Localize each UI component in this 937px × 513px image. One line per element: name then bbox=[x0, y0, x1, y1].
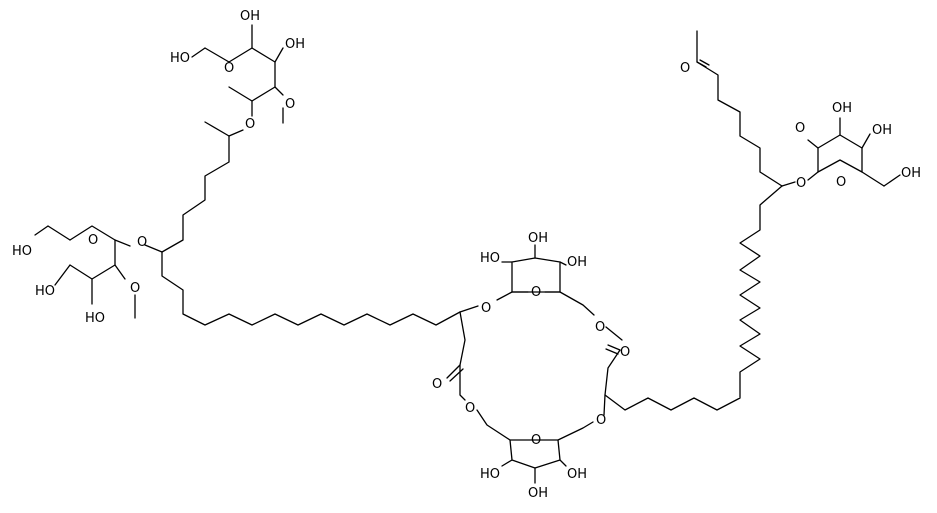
bond bbox=[191, 47, 206, 58]
bond bbox=[161, 135, 230, 253]
atom-labels: OH OH HO O O O HO O O HO HO O HO OH OH O… bbox=[12, 9, 921, 501]
atom-label: OH bbox=[567, 467, 587, 482]
atom-label: O bbox=[465, 401, 475, 416]
bond bbox=[604, 185, 783, 411]
bond bbox=[861, 133, 871, 149]
atom-label: OH bbox=[285, 37, 305, 52]
atom-label: HO bbox=[12, 244, 32, 259]
atom-label: O bbox=[531, 433, 541, 448]
bond bbox=[807, 139, 819, 149]
atom-label: O bbox=[795, 121, 805, 136]
bond bbox=[807, 171, 819, 181]
atom-label: O bbox=[531, 285, 541, 300]
bond bbox=[696, 30, 783, 187]
atom-label: O bbox=[596, 413, 606, 428]
atom-label: OH bbox=[832, 101, 852, 116]
atom-label: HO bbox=[85, 311, 105, 326]
bond bbox=[605, 348, 619, 355]
bond bbox=[603, 349, 621, 416]
bond bbox=[607, 344, 621, 351]
bond bbox=[559, 261, 567, 266]
bond bbox=[54, 264, 71, 286]
bond bbox=[161, 251, 461, 326]
bond bbox=[476, 409, 594, 441]
atom-label: OH bbox=[528, 231, 548, 246]
bond bbox=[501, 459, 513, 467]
atom-label: HO bbox=[480, 467, 500, 482]
bond bbox=[817, 134, 863, 173]
atom-label: O bbox=[796, 176, 806, 191]
bond bbox=[696, 61, 707, 68]
bond bbox=[274, 86, 284, 96]
bond bbox=[204, 47, 230, 63]
atom-label: O bbox=[680, 61, 690, 76]
bond bbox=[559, 459, 567, 467]
atom-label: OH bbox=[567, 255, 587, 270]
bond bbox=[228, 47, 276, 102]
bond bbox=[449, 368, 464, 382]
bond bbox=[69, 225, 116, 280]
bond bbox=[446, 364, 461, 379]
bond bbox=[699, 59, 710, 66]
bond bbox=[274, 47, 284, 63]
atom-label: O bbox=[620, 345, 630, 360]
atom-label: O bbox=[88, 233, 98, 248]
atom-label: O bbox=[130, 281, 140, 296]
atom-label: O bbox=[432, 377, 442, 392]
atom-label: O bbox=[224, 61, 234, 76]
atom-label: O bbox=[245, 117, 255, 132]
bond bbox=[204, 121, 230, 137]
bond bbox=[144, 244, 163, 253]
bond bbox=[861, 171, 885, 187]
atom-label: HO bbox=[35, 284, 55, 299]
atom-label: HO bbox=[480, 251, 500, 266]
bond bbox=[605, 326, 623, 341]
bond bbox=[114, 239, 131, 247]
atom-label: O bbox=[137, 235, 147, 250]
bond bbox=[114, 264, 126, 280]
atom-label: OH bbox=[901, 166, 921, 181]
bond bbox=[34, 225, 49, 236]
bonds bbox=[34, 24, 901, 484]
atom-label: OH bbox=[872, 123, 892, 138]
bond bbox=[459, 311, 466, 401]
bond bbox=[781, 181, 796, 187]
bond bbox=[496, 291, 595, 316]
bond bbox=[459, 305, 479, 313]
bond bbox=[47, 225, 71, 241]
bond bbox=[883, 174, 901, 187]
atom-label: O bbox=[836, 175, 846, 190]
atom-label: O bbox=[481, 301, 491, 316]
atom-label: HO bbox=[170, 51, 190, 66]
atom-label: O bbox=[595, 320, 605, 335]
bond bbox=[228, 129, 244, 137]
atom-label: OH bbox=[240, 9, 260, 24]
atom-label: OH bbox=[528, 486, 548, 501]
atom-label: O bbox=[285, 97, 295, 112]
